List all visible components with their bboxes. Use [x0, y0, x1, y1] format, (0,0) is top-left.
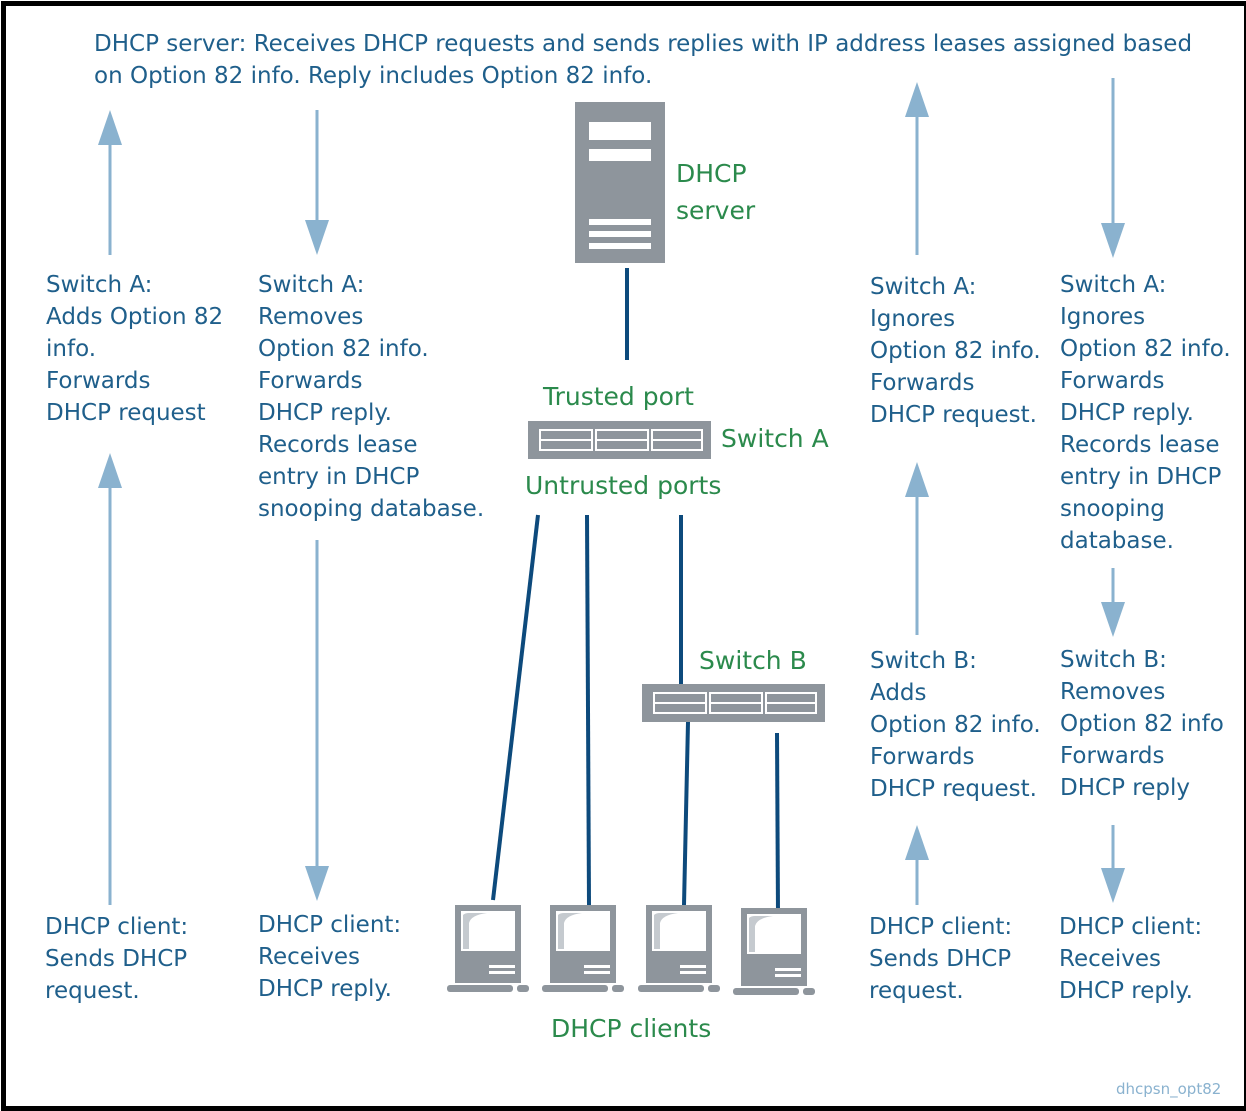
right-switch-a-request-step: Switch A: Ignores Option 82 info. Forwar…	[870, 274, 1041, 428]
link-switch-a-client-2	[585, 514, 591, 906]
flow-arrows	[98, 78, 1125, 905]
link-switch-a-client-1	[491, 514, 540, 901]
switch-b-label: Switch B	[699, 646, 807, 675]
arrow-right-server-to-switcha	[1101, 78, 1125, 258]
right-switch-b-reply-step: Switch B: Removes Option 82 info Forward…	[1060, 647, 1224, 801]
untrusted-ports-label: Untrusted ports	[525, 471, 722, 500]
arrow-left-server-to-switch	[305, 110, 329, 255]
dhcp-server-label: DHCP server	[676, 159, 756, 225]
link-switch-b-client-4	[775, 732, 780, 915]
left-switch-a-request-step: Switch A: Adds Option 82 info. Forwards …	[46, 272, 224, 426]
arrow-left-request-to-server	[98, 110, 122, 255]
left-switch-a-reply-step: Switch A: Removes Option 82 info. Forwar…	[258, 272, 485, 522]
figure-credit: dhcpsn_opt82	[1116, 1080, 1222, 1098]
arrow-right-switcha-to-switchb	[1101, 568, 1125, 637]
arrow-right-client-to-switchb	[905, 825, 929, 905]
diagram-frame-bottom	[1, 1106, 1246, 1111]
switch-a-icon	[528, 421, 711, 459]
arrow-right-switchb-to-client	[1101, 825, 1125, 903]
arrow-left-switch-to-client	[305, 540, 329, 901]
server-description: DHCP server: Receives DHCP requests and …	[94, 31, 1193, 89]
switch-b-icon	[642, 684, 825, 722]
arrow-right-request-to-server	[905, 82, 929, 255]
network-links	[491, 268, 780, 915]
right-client-request-step: DHCP client: Sends DHCP request.	[869, 914, 1013, 1004]
link-switch-b-client-3	[682, 721, 690, 906]
right-switch-a-reply-step: Switch A: Ignores Option 82 info. Forwar…	[1060, 272, 1231, 554]
left-client-request-step: DHCP client: Sends DHCP request.	[45, 914, 189, 1004]
switch-a-label: Switch A	[721, 424, 829, 453]
client-computer-icon	[638, 905, 720, 992]
client-computer-icon	[733, 908, 815, 995]
right-client-reply-step: DHCP client: Receives DHCP reply.	[1059, 914, 1203, 1004]
right-switch-b-request-step: Switch B: Adds Option 82 info. Forwards …	[870, 648, 1041, 802]
left-client-reply-step: DHCP client: Receives DHCP reply.	[258, 912, 402, 1002]
arrow-left-client-to-switch	[98, 453, 122, 905]
arrow-right-switchb-to-switcha	[905, 462, 929, 635]
dhcp-clients-label: DHCP clients	[551, 1014, 712, 1043]
client-computer-icon	[542, 905, 624, 992]
client-computer-icon	[447, 905, 529, 992]
trusted-port-label: Trusted port	[543, 382, 694, 411]
dhcp-server-icon	[575, 102, 665, 263]
